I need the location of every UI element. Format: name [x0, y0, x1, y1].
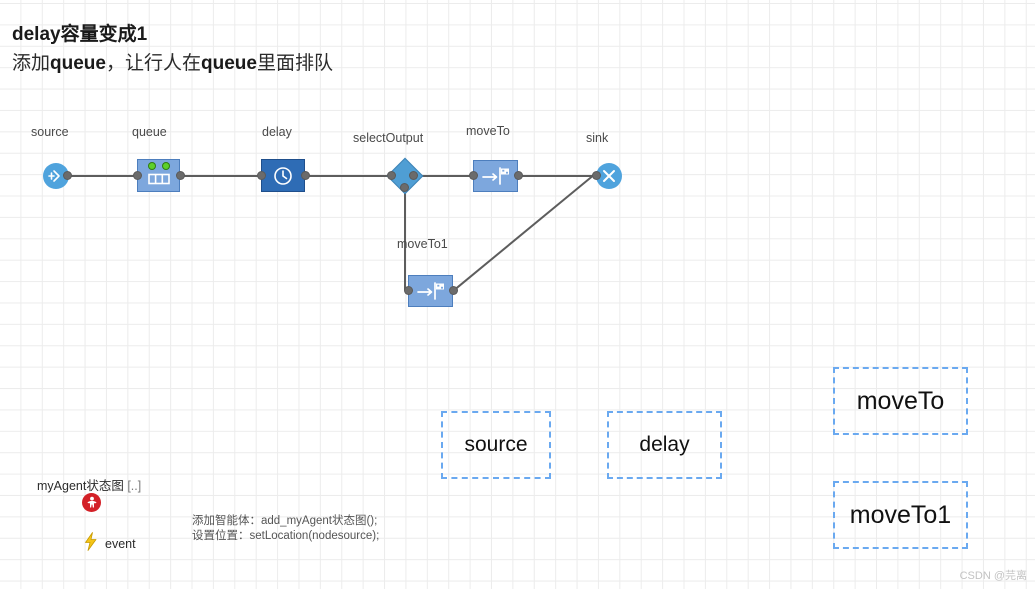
node-sink[interactable]: [596, 163, 622, 189]
label-moveto1: moveTo1: [397, 237, 448, 251]
label-queue: queue: [132, 125, 167, 139]
port-moveto1-out[interactable]: [450, 287, 457, 294]
node-moveto[interactable]: [473, 160, 518, 192]
event-lightning-icon[interactable]: [83, 532, 99, 551]
agent-person-icon[interactable]: [82, 493, 101, 512]
clock-icon: [274, 166, 292, 185]
subtitle-part-2: queue: [50, 53, 106, 74]
connector-moveto1-sink: [452, 175, 593, 292]
port-moveto1-in[interactable]: [405, 287, 412, 294]
arrow-flag-icon: [481, 167, 509, 185]
page-subtitle: 添加queue，让行人在queue里面排队: [12, 48, 333, 75]
placeholder-delay[interactable]: delay: [607, 411, 722, 479]
placeholder-moveto1[interactable]: moveTo1: [833, 481, 968, 549]
port-moveto-out[interactable]: [515, 172, 522, 179]
port-queue-in[interactable]: [134, 172, 141, 179]
agent-statechart-name: myAgent状态图: [37, 479, 124, 493]
label-selectoutput: selectOutput: [353, 131, 424, 145]
port-source-out[interactable]: [64, 172, 71, 179]
port-delay-out[interactable]: [302, 172, 309, 179]
label-moveto: moveTo: [466, 124, 510, 138]
arrow-flag-icon: [416, 282, 444, 300]
port-sink-in[interactable]: [593, 172, 600, 179]
placeholder-source[interactable]: source: [441, 411, 551, 479]
queue-status-dot-2: [163, 163, 169, 169]
agent-statechart-label: myAgent状态图 [..]: [37, 475, 141, 494]
queue-icon: [147, 173, 170, 184]
port-delay-in[interactable]: [258, 172, 265, 179]
label-delay: delay: [262, 125, 292, 139]
page-title: delay容量变成1: [12, 24, 148, 45]
person-glyph-icon: [87, 496, 96, 508]
connector-selectoutput-moveto1: [404, 182, 407, 290]
subtitle-part-4: queue: [200, 53, 257, 74]
agent-statechart-suffix: [..]: [127, 479, 142, 493]
subtitle-part-5: 里面排队: [256, 53, 333, 74]
code-annotation-line2: 设置位置：setLocation(nodesource);: [192, 530, 380, 542]
node-delay[interactable]: [261, 159, 305, 192]
connector-source-queue: [68, 175, 138, 177]
port-selectoutput-in[interactable]: [388, 172, 395, 179]
code-annotation-line1: 添加智能体：add_myAgent状态图();: [192, 515, 378, 527]
connector-selectoutput-moveto: [413, 175, 471, 177]
source-arrow-icon: [48, 170, 60, 182]
connector-moveto-sink: [518, 175, 596, 177]
subtitle-part-3: ，让行人在: [105, 53, 201, 74]
subtitle-part-1: 添加: [12, 53, 51, 74]
label-source: source: [31, 125, 69, 139]
connector-queue-delay: [180, 175, 258, 177]
node-moveto1[interactable]: [408, 275, 453, 307]
watermark: CSDN @芫离: [959, 570, 1027, 582]
node-queue[interactable]: [137, 159, 180, 192]
port-selectoutput-out-bottom[interactable]: [401, 184, 408, 191]
port-selectoutput-out-right[interactable]: [410, 172, 417, 179]
placeholder-moveto[interactable]: moveTo: [833, 367, 968, 435]
port-moveto-in[interactable]: [470, 172, 477, 179]
label-sink: sink: [586, 131, 609, 145]
port-queue-out[interactable]: [177, 172, 184, 179]
queue-status-dot-1: [149, 163, 155, 169]
event-label: event: [105, 537, 136, 551]
connector-delay-selectoutput: [305, 175, 400, 177]
close-x-icon: [603, 170, 615, 182]
